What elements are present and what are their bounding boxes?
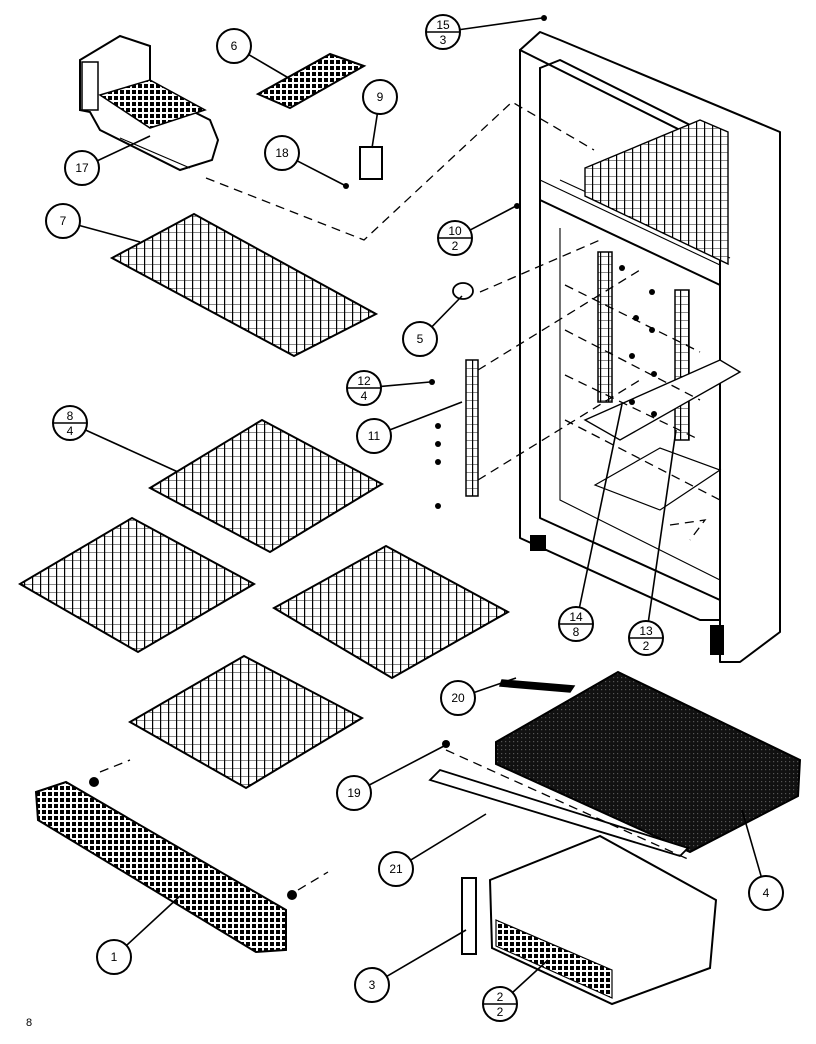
ice-maker xyxy=(79,34,220,172)
callout-quantity: 3 xyxy=(440,33,447,47)
leader-line xyxy=(389,401,463,431)
callout-number: 17 xyxy=(75,161,89,175)
callout-12-over-4: 124 xyxy=(346,370,431,406)
leader-line xyxy=(431,295,463,328)
callout-1: 1 xyxy=(96,895,181,975)
leader-line xyxy=(741,809,763,877)
callout-7: 7 xyxy=(45,203,141,243)
leader-line xyxy=(79,224,141,243)
refrigerator-shelves xyxy=(18,418,511,790)
callout-number: 20 xyxy=(451,691,465,705)
leader-line xyxy=(473,677,517,694)
callout-circle xyxy=(354,967,390,1003)
crisper-cover xyxy=(495,670,802,854)
callout-circle xyxy=(45,203,81,239)
callout-6: 6 xyxy=(216,28,293,81)
callout-part-number: 8 xyxy=(67,409,74,423)
freezer-shelf xyxy=(109,212,379,358)
crisper-support-bracket xyxy=(498,679,576,693)
callout-number: 5 xyxy=(417,332,424,346)
callout-part-number: 14 xyxy=(569,610,583,624)
callout-part-number: 15 xyxy=(436,18,450,32)
assembly-lines xyxy=(99,101,691,891)
callout-part-number: 12 xyxy=(357,374,371,388)
callout-17: 17 xyxy=(64,135,151,186)
callout-18: 18 xyxy=(264,135,347,187)
callout-11: 11 xyxy=(356,401,463,454)
page-marker: 8 xyxy=(26,1017,32,1029)
crisper-drawer xyxy=(488,834,718,1006)
callout-4: 4 xyxy=(741,809,784,911)
callout-10-over-2: 102 xyxy=(437,205,517,256)
leader-line xyxy=(410,813,487,861)
callout-number: 6 xyxy=(231,39,238,53)
callout-19: 19 xyxy=(336,745,445,811)
leader-line xyxy=(125,895,181,947)
cover-front-trim xyxy=(428,768,690,858)
leader-line xyxy=(97,135,151,162)
callout-part-number: 13 xyxy=(639,624,653,638)
callout-quantity: 4 xyxy=(361,389,368,403)
callout-circle xyxy=(216,28,252,64)
callout-circle xyxy=(96,939,132,975)
callout-8-over-4: 84 xyxy=(52,405,179,473)
leader-line xyxy=(371,113,379,149)
callout-circle xyxy=(402,321,438,357)
callout-quantity: 2 xyxy=(643,639,650,653)
callout-circle xyxy=(356,418,392,454)
leader-line xyxy=(248,53,293,81)
callout-number: 4 xyxy=(763,886,770,900)
callout-part-number: 2 xyxy=(497,990,504,1004)
leader-line xyxy=(647,429,677,622)
callout-9: 9 xyxy=(362,79,398,149)
callout-circle xyxy=(378,851,414,887)
callout-number: 1 xyxy=(111,950,118,964)
callout-number: 9 xyxy=(377,90,384,104)
callout-number: 3 xyxy=(369,978,376,992)
callout-13-over-2: 132 xyxy=(628,429,677,656)
callout-circle xyxy=(748,875,784,911)
callout-quantity: 2 xyxy=(497,1005,504,1019)
drawer-slide xyxy=(461,877,477,955)
callout-circle xyxy=(440,680,476,716)
callout-circle xyxy=(64,150,100,186)
callout-21: 21 xyxy=(378,813,487,887)
callout-number: 11 xyxy=(368,429,381,443)
fasteners xyxy=(89,15,547,900)
callout-number: 19 xyxy=(347,786,361,800)
leader-line xyxy=(578,403,623,608)
callout-quantity: 2 xyxy=(452,239,459,253)
callout-quantity: 4 xyxy=(67,424,74,438)
callout-2-over-2: 22 xyxy=(482,959,549,1022)
ice-cube-tray xyxy=(255,52,367,110)
callout-number: 21 xyxy=(389,862,403,876)
leader-line xyxy=(469,205,517,231)
cabinet xyxy=(519,31,781,663)
callout-3: 3 xyxy=(354,929,467,1003)
damper-part xyxy=(359,146,383,180)
bottom-grille xyxy=(34,780,287,954)
leader-line xyxy=(296,160,347,187)
leader-line xyxy=(368,745,445,786)
callout-circle xyxy=(336,775,372,811)
leader-line xyxy=(511,959,549,994)
callout-circle xyxy=(362,79,398,115)
shelf-ladder-bracket xyxy=(465,359,479,497)
callout-5: 5 xyxy=(402,295,463,357)
callout-number: 18 xyxy=(275,146,289,160)
leader-line xyxy=(380,381,431,388)
callout-part-number: 10 xyxy=(448,224,462,238)
leader-line xyxy=(85,429,179,473)
leader-line xyxy=(459,17,543,31)
callout-quantity: 8 xyxy=(573,625,580,639)
callout-circle xyxy=(264,135,300,171)
leader-line xyxy=(386,929,467,978)
callout-20: 20 xyxy=(440,677,517,716)
callout-14-over-8: 148 xyxy=(558,403,623,642)
callout-number: 7 xyxy=(60,214,67,228)
callout-15-over-3: 153 xyxy=(425,14,543,50)
